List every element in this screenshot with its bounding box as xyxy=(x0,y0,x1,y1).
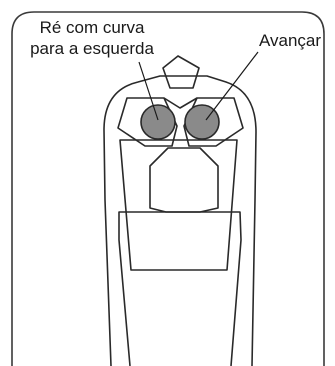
right-callout-leader xyxy=(205,51,259,121)
callout-right-label: Avançar xyxy=(252,30,328,51)
controller-mid-panel xyxy=(119,139,238,271)
left-button-housing xyxy=(117,97,178,147)
callout-left-label: Ré com curva para a esquerda xyxy=(16,17,168,59)
left-callout-leader xyxy=(138,61,159,121)
top-antenna-knob xyxy=(162,55,200,89)
callout-left-line-2: para a esquerda xyxy=(30,39,154,58)
controller-body-outline xyxy=(103,75,257,366)
center-bridge xyxy=(163,97,198,109)
diagram-frame xyxy=(11,11,325,366)
center-shield-panel xyxy=(149,147,219,213)
callout-right-text: Avançar xyxy=(258,31,322,50)
left-round-button xyxy=(140,104,176,140)
controller-lower-panel xyxy=(118,211,242,366)
right-button-housing xyxy=(183,97,244,147)
callout-left-line-1: Ré com curva xyxy=(39,18,145,37)
